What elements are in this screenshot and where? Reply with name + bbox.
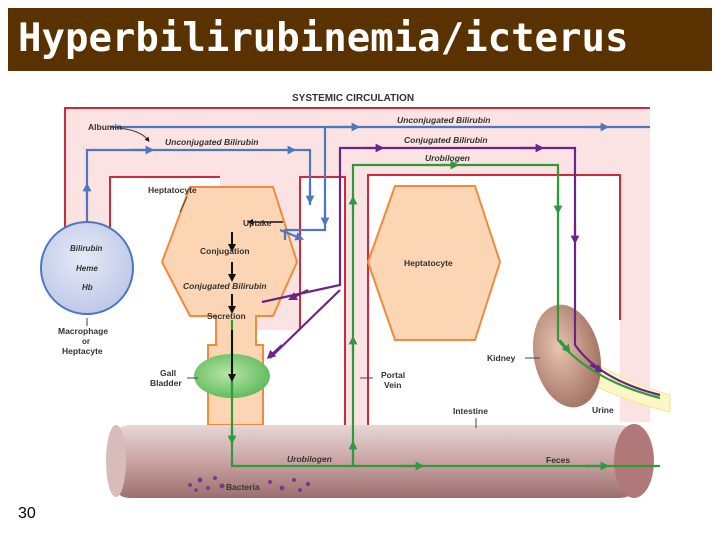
portal-label: Portal (381, 370, 405, 380)
conjugation-label: Conjugation (200, 246, 250, 256)
conjugated-bilirubin-cell-label: Conjugated Bilirubin (183, 281, 267, 291)
slide-number: 30 (18, 505, 36, 522)
systemic-circulation-label: SYSTEMIC CIRCULATION (292, 93, 414, 104)
bacteria-cluster (188, 476, 311, 492)
systemic-circulation-region (65, 108, 650, 425)
slide-title: Hyperbilirubinemia/icterus (18, 16, 629, 61)
bacteria-label: Bacteria (226, 482, 260, 492)
kidney (532, 304, 602, 408)
or-label: or (82, 337, 90, 346)
conjugated-bilirubin-path (261, 146, 577, 304)
macrophage-hb-label: Hb (82, 283, 93, 292)
gall-label: Gall (160, 368, 176, 378)
feces-label: Feces (546, 455, 570, 465)
macrophage-heme-label: Heme (76, 264, 98, 273)
hepatocyte-right (366, 185, 502, 341)
intestine-label: Intestine (453, 406, 488, 416)
urine-label: Urine (592, 405, 614, 415)
albumin-label: Albumin (88, 122, 122, 132)
bladder-label: Bladder (150, 378, 182, 388)
heptacyte-label: Heptacyte (62, 346, 103, 356)
urobilogen-intestine-label: Urobilogen (287, 454, 332, 464)
vein-label: Vein (384, 380, 401, 390)
intestine (110, 425, 640, 498)
macrophage-bilirubin-label: Bilirubin (70, 244, 103, 253)
secretion-label: Secretion (207, 311, 246, 321)
urobilogen-top-label: Urobilogen (425, 153, 470, 163)
conjugated-bilirubin-top-label: Conjugated Bilirubin (404, 135, 488, 145)
heptatocyte-left-label: Heptatocyte (148, 185, 197, 195)
macrophage-label: Macrophage (58, 326, 108, 336)
uptake-label: Uptake (243, 218, 272, 228)
title-bar: Hyperbilirubinemia/icterus (8, 8, 712, 71)
kidney-label: Kidney (487, 353, 516, 363)
heptatocyte-right-label: Heptatocyte (404, 258, 453, 268)
unconjugated-bilirubin-top-label: Unconjugated Bilirubin (397, 115, 491, 125)
unconjugated-bilirubin-left-label: Unconjugated Bilirubin (165, 137, 259, 147)
